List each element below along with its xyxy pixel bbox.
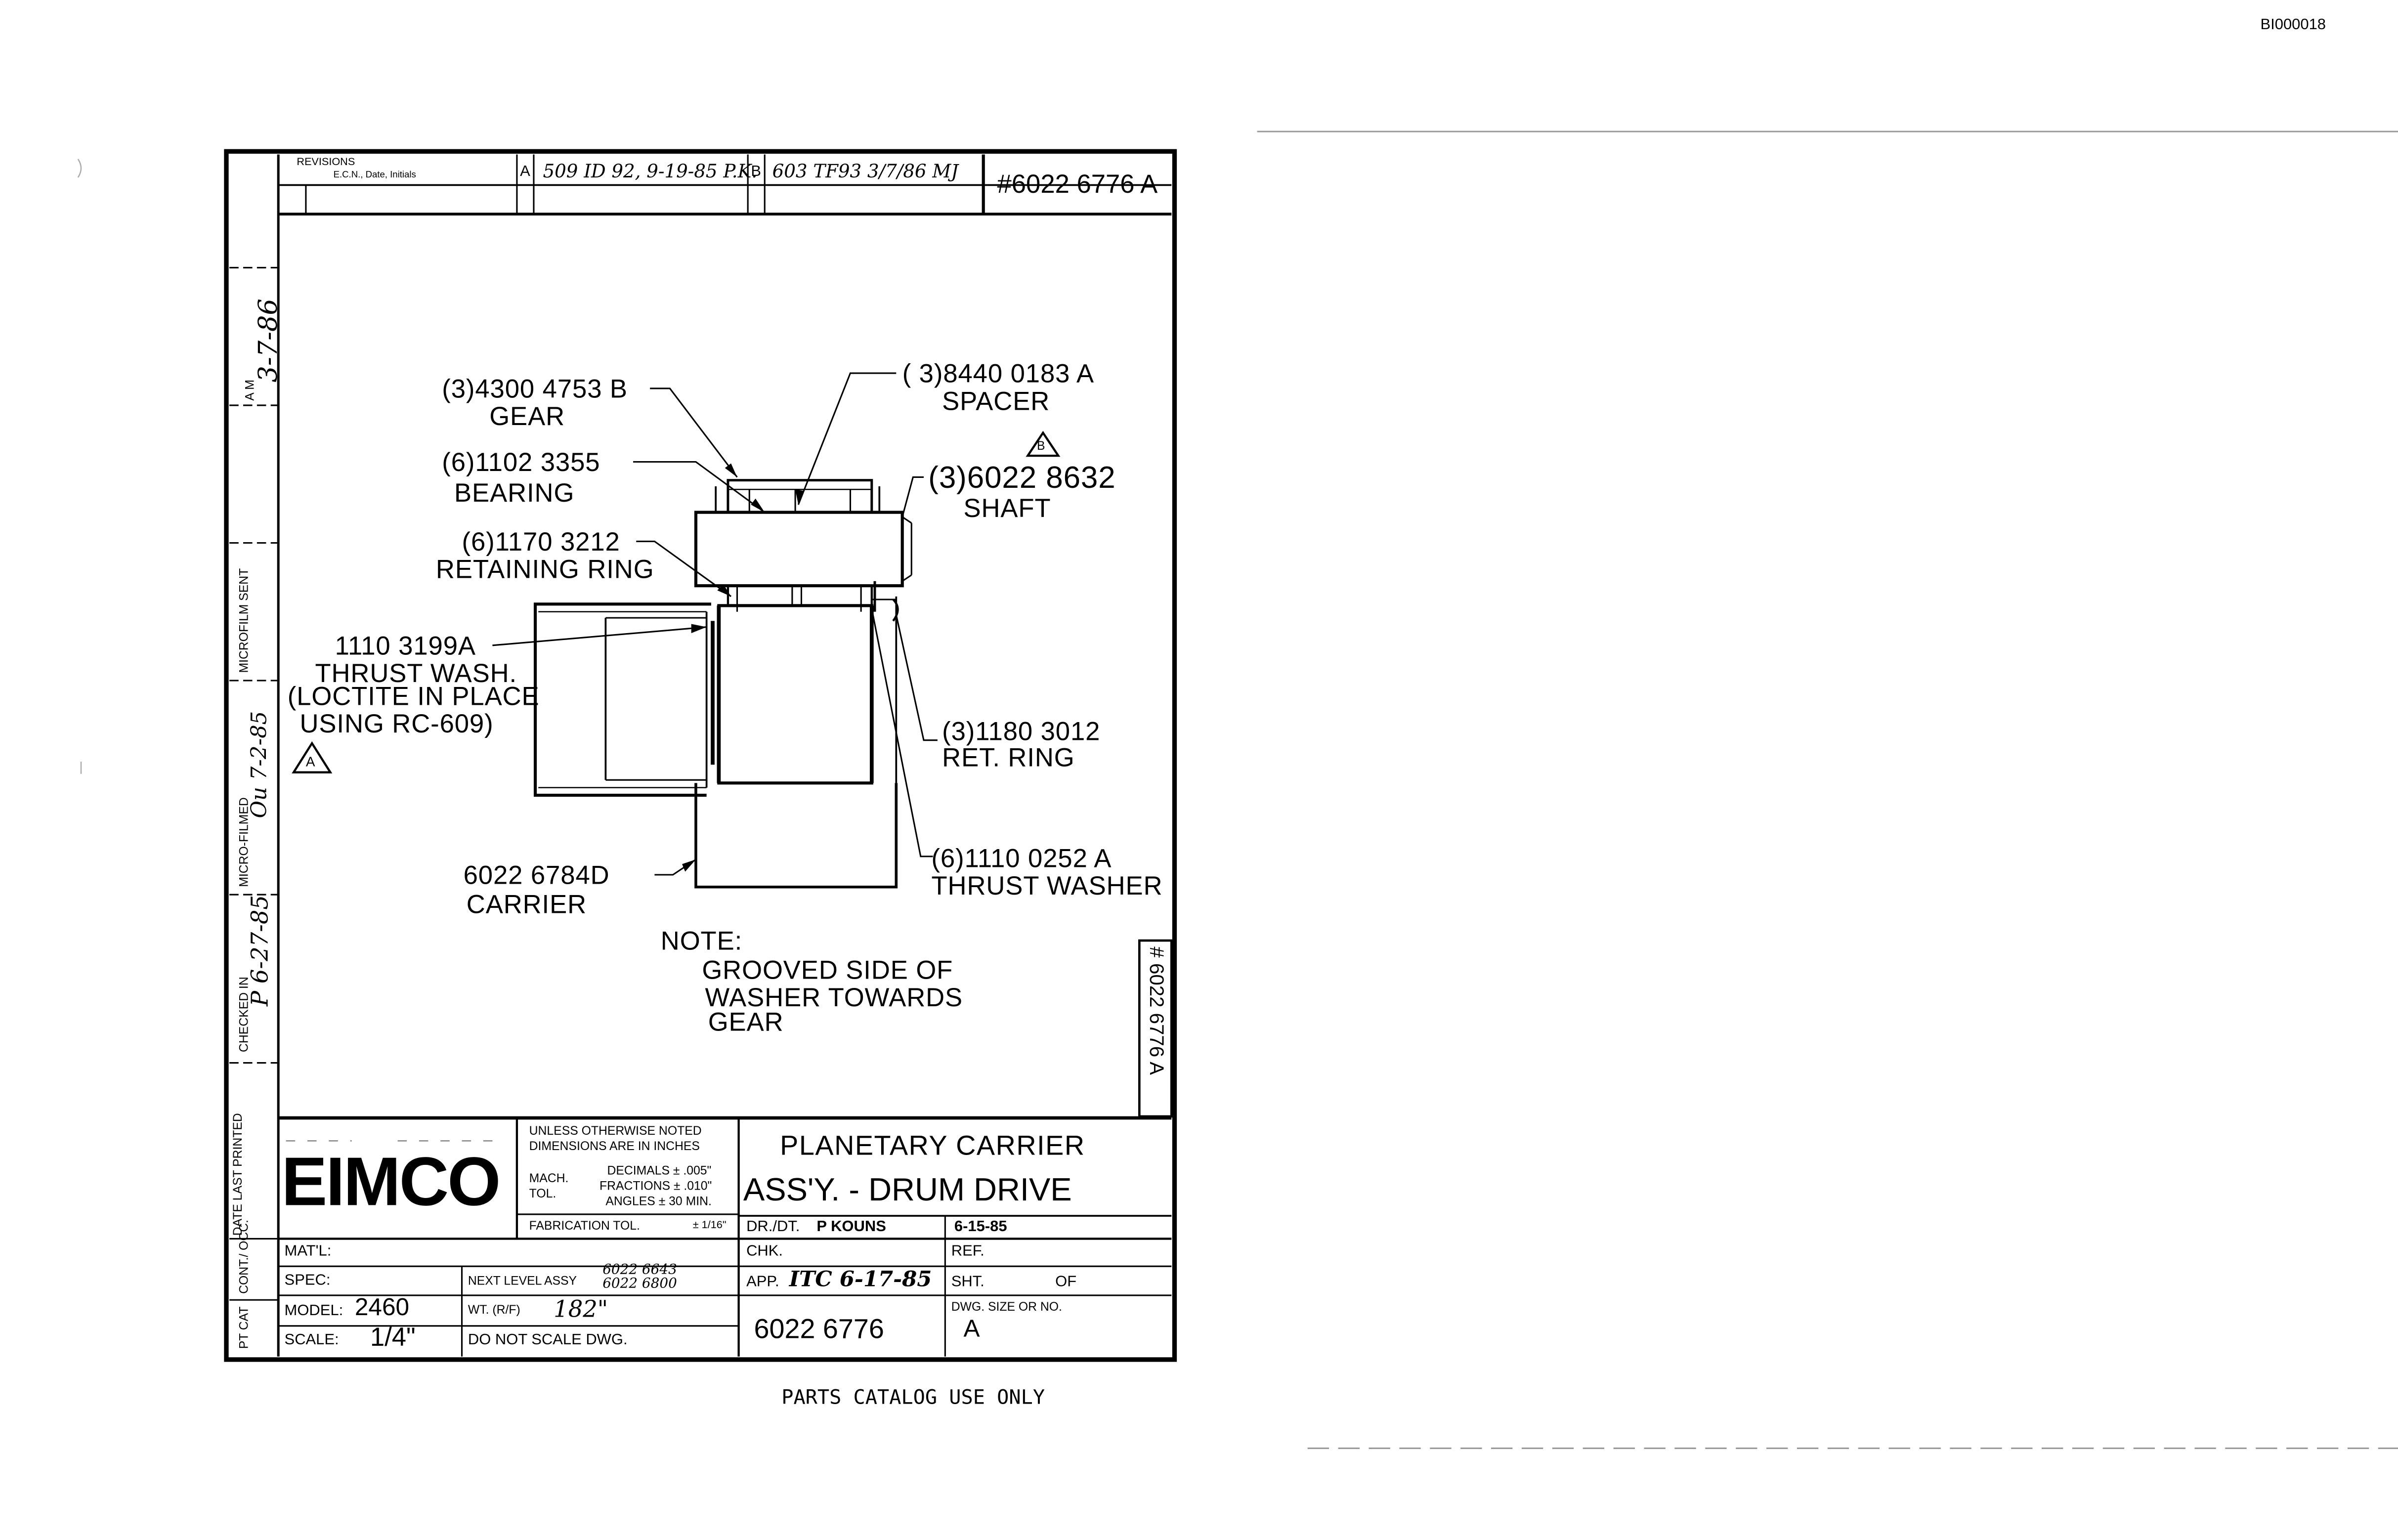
- gear-part-number: (3)4300 4753 B: [442, 375, 628, 404]
- carrier-part-number: 6022 6784D: [463, 861, 610, 890]
- model-label: MODEL:: [284, 1303, 343, 1320]
- spec-label: SPEC:: [284, 1272, 331, 1289]
- drawn-date: 6-15-85: [954, 1219, 1007, 1236]
- checked-label: CHK.: [746, 1243, 783, 1260]
- note-line-2: WASHER TOWARDS: [705, 983, 963, 1013]
- reference-label: REF.: [951, 1243, 985, 1260]
- fabrication-tol-label: FABRICATION TOL.: [529, 1219, 640, 1233]
- do-not-scale-note: DO NOT SCALE DWG.: [468, 1332, 628, 1349]
- revisions-label: REVISIONS: [297, 157, 355, 169]
- revision-entry-b: 603 TF93 3/7/86 MJ: [772, 160, 959, 182]
- margin-cont-occ: CONT./ OCC.: [237, 1219, 251, 1294]
- drawing-title-line-2: ASS'Y. - DRUM DRIVE: [743, 1173, 1072, 1208]
- dwg-size-value: A: [963, 1317, 980, 1343]
- dwg-size-label: DWG. SIZE OR NO.: [951, 1300, 1062, 1314]
- approved-label: APP.: [746, 1274, 779, 1291]
- tolerance-fractions: FRACTIONS ± .010": [600, 1179, 712, 1193]
- thrust-wash-label: THRUST WASH.: [315, 659, 517, 688]
- note-line-3: GEAR: [708, 1008, 784, 1037]
- thrust-washer-label: THRUST WASHER: [931, 871, 1163, 901]
- spacer-part-number: ( 3)8440 0183 A: [902, 359, 1094, 388]
- drawn-by-value: P KOUNS: [816, 1219, 886, 1236]
- fabrication-tol-value: ± 1/16": [692, 1220, 727, 1231]
- tolerance-decimals: DECIMALS ± .005": [607, 1163, 712, 1178]
- tolerance-line-2: DIMENSIONS ARE IN INCHES: [529, 1139, 700, 1154]
- shaft-label: SHAFT: [963, 494, 1051, 523]
- ret-ring-part-number: (3)1180 3012: [942, 717, 1101, 747]
- document-code: BI000018: [2260, 17, 2326, 34]
- model-value: 2460: [354, 1295, 410, 1322]
- drawing-border: [224, 149, 1177, 1362]
- material-label: MAT'L:: [284, 1243, 332, 1260]
- footer-note: PARTS CATALOG USE ONLY: [781, 1387, 1045, 1411]
- margin-pt-cat: PT CAT: [237, 1306, 251, 1349]
- margin-microfilm-sent: MICROFILM SENT: [237, 568, 251, 673]
- bearing-label: BEARING: [454, 478, 575, 508]
- note-line-1: GROOVED SIDE OF: [702, 956, 953, 985]
- revision-entry-a: 509 ID 92, 9-19-85 P.K.: [543, 160, 758, 182]
- thrust-wash-part-number: 1110 3199A: [335, 631, 476, 661]
- sheet-label: SHT.: [951, 1274, 985, 1291]
- tolerance-angles: ANGLES ± 30 MIN.: [605, 1194, 712, 1208]
- next-level-assy-label: NEXT LEVEL ASSY: [468, 1274, 577, 1288]
- margin-am-label: A M: [243, 380, 257, 401]
- scale-value: 1/4": [370, 1323, 416, 1352]
- note-title: NOTE:: [660, 927, 743, 956]
- thrust-wash-note-line1: (LOCTITE IN PLACE: [287, 682, 540, 711]
- thrust-wash-note-line2: USING RC-609): [300, 709, 494, 739]
- retaining-ring-part-number: (6)1170 3212: [462, 527, 620, 557]
- weight-value: 182": [554, 1295, 608, 1323]
- margin-am-value: 3-7-86: [254, 299, 285, 383]
- revision-drawing-number: #6022 6776 A: [997, 170, 1158, 199]
- carrier-label: CARRIER: [466, 890, 587, 919]
- next-level-assy-value-2: 6022 6800: [602, 1277, 677, 1292]
- sheet-of-label: OF: [1055, 1274, 1077, 1291]
- approved-value: ITC 6-17-85: [789, 1268, 932, 1292]
- side-drawing-number: # 6022 6776 A: [1145, 946, 1169, 1075]
- margin-checked-in-value: P 6-27-85: [246, 895, 274, 1007]
- bearing-part-number: (6)1102 3355: [442, 448, 600, 477]
- weight-label: WT. (R/F): [468, 1303, 520, 1317]
- margin-date-last-printed: DATE LAST PRINTED: [231, 1113, 245, 1236]
- revision-letter-b: B: [751, 164, 761, 181]
- drawn-by-label: DR./DT.: [746, 1219, 800, 1236]
- tolerance-line-1: UNLESS OTHERWISE NOTED: [529, 1124, 702, 1138]
- scale-label: SCALE:: [284, 1332, 339, 1349]
- ret-ring-label: RET. RING: [942, 743, 1075, 772]
- thrust-washer-part-number: (6)1110 0252 A: [931, 844, 1112, 873]
- margin-micro-filmed-value: Ou 7-2-85: [248, 711, 272, 818]
- drawing-number: 6022 6776: [754, 1314, 884, 1344]
- delta-a-label: A: [305, 754, 315, 770]
- next-level-assy-value-1: 6022 6643: [602, 1263, 677, 1279]
- drawing-title-line-1: PLANETARY CARRIER: [780, 1130, 1085, 1161]
- shaft-part-number: (3)6022 8632: [928, 462, 1116, 496]
- revision-letter-a: A: [520, 164, 530, 181]
- spacer-label: SPACER: [942, 386, 1050, 416]
- company-logo: EIMCO: [281, 1142, 501, 1221]
- gear-label: GEAR: [489, 402, 565, 431]
- retaining-ring-label: RETAINING RING: [435, 555, 654, 585]
- delta-b-label: B: [1037, 439, 1045, 453]
- revisions-sublabel: E.C.N., Date, Initials: [333, 171, 416, 181]
- mach-tol-label: MACH. TOL.: [529, 1171, 569, 1200]
